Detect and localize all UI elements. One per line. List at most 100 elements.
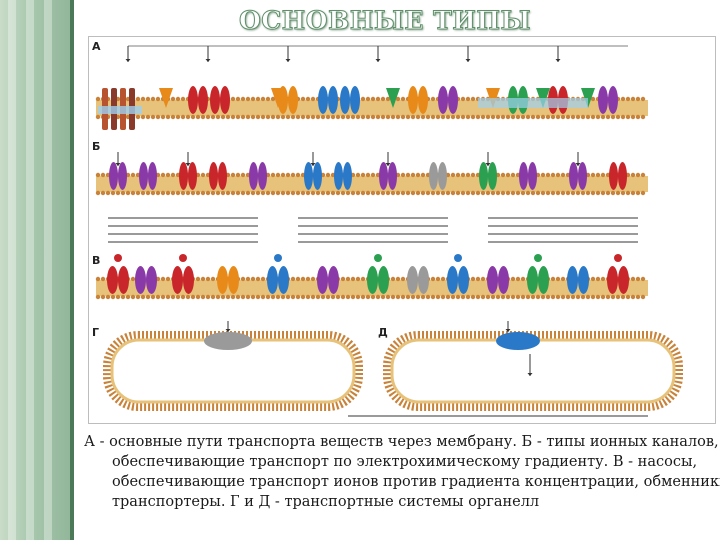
lipid-head — [225, 190, 231, 196]
lipid-head — [380, 294, 386, 300]
lipid-head — [540, 172, 546, 178]
lipid-head — [545, 190, 551, 196]
lipid-head — [360, 172, 366, 178]
channel-protein-half — [498, 266, 509, 294]
lipid-head — [535, 190, 541, 196]
lipid-head — [470, 294, 476, 300]
lipid-head — [300, 294, 306, 300]
ion-marker — [179, 254, 187, 262]
lipid-head — [495, 114, 501, 120]
transport-arrowhead — [310, 163, 316, 166]
lipid-head — [585, 114, 591, 120]
lipid-head — [600, 190, 606, 196]
lipid-head — [280, 294, 286, 300]
lipid-head — [620, 96, 626, 102]
sidebar-column-stripe — [8, 0, 16, 540]
lipid-head — [395, 96, 401, 102]
channel-protein-half — [609, 162, 618, 190]
lipid-head — [415, 190, 421, 196]
lipid-head — [465, 172, 471, 178]
channel-protein-half — [188, 162, 197, 190]
decorative-sidebar — [0, 0, 74, 540]
lipid-head — [465, 96, 471, 102]
lipid-head — [320, 114, 326, 120]
lipid-head — [585, 190, 591, 196]
lipid-head — [365, 190, 371, 196]
lipid-head — [495, 294, 501, 300]
channel-protein-half — [198, 86, 208, 114]
lipid-head — [375, 294, 381, 300]
lipid-head — [285, 114, 291, 120]
lipid-head — [270, 294, 276, 300]
lipid-head — [185, 190, 191, 196]
lipid-head — [255, 294, 261, 300]
lipid-head — [385, 96, 391, 102]
lipid-head — [300, 114, 306, 120]
lipid-head — [255, 96, 261, 102]
lipid-head — [300, 190, 306, 196]
ion-marker — [274, 254, 282, 262]
lipid-head — [590, 294, 596, 300]
lipid-head — [110, 190, 116, 196]
lipid-head — [270, 190, 276, 196]
lipid-head — [350, 276, 356, 282]
channel-protein-half — [618, 162, 627, 190]
lipid-head — [155, 190, 161, 196]
lipid-head — [235, 294, 241, 300]
channel-protein-half — [209, 162, 218, 190]
lipid-head — [555, 190, 561, 196]
channel-protein-half — [109, 162, 118, 190]
lipid-head — [435, 190, 441, 196]
lipid-head — [325, 114, 331, 120]
ion-marker — [534, 254, 542, 262]
transport-arrowhead — [465, 59, 471, 62]
lipid-head — [290, 114, 296, 120]
lipid-head — [365, 294, 371, 300]
lipid-head — [510, 276, 516, 282]
lipid-head — [385, 190, 391, 196]
lipid-head — [100, 276, 106, 282]
lipid-head — [305, 294, 311, 300]
lipid-head — [100, 294, 106, 300]
lipid-head — [335, 190, 341, 196]
lipid-head — [560, 172, 566, 178]
lipid-head — [565, 294, 571, 300]
lipid-head — [370, 114, 376, 120]
lipid-head — [350, 294, 356, 300]
lipid-head — [575, 294, 581, 300]
lipid-head — [555, 114, 561, 120]
ion-marker — [614, 254, 622, 262]
transport-arrowhead — [185, 163, 191, 166]
lipid-head — [200, 172, 206, 178]
channel-protein-half — [334, 162, 343, 190]
lipid-head — [400, 294, 406, 300]
lipid-bilayer-core — [96, 176, 648, 192]
lipid-head — [525, 190, 531, 196]
lipid-head — [465, 294, 471, 300]
lipid-head — [630, 276, 636, 282]
lipid-head — [625, 96, 631, 102]
sidebar-column-stripe — [26, 0, 34, 540]
gas-diffusion-band — [98, 106, 142, 114]
lipid-head — [205, 276, 211, 282]
lipid-head — [205, 114, 211, 120]
lipid-head — [490, 294, 496, 300]
lipid-head — [545, 114, 551, 120]
lipid-head — [480, 190, 486, 196]
lipid-head — [225, 114, 231, 120]
lipid-head — [340, 294, 346, 300]
lipid-head — [640, 96, 646, 102]
lipid-head — [390, 276, 396, 282]
lipid-head — [435, 294, 441, 300]
lipid-head — [285, 294, 291, 300]
channel-protein-half — [438, 162, 447, 190]
lipid-head — [140, 96, 146, 102]
lipid-head — [420, 294, 426, 300]
lipid-head — [355, 114, 361, 120]
lipid-head — [290, 276, 296, 282]
lipid-head — [170, 172, 176, 178]
lipid-head — [200, 114, 206, 120]
channel-protein-half — [135, 266, 146, 294]
lipid-head — [275, 172, 281, 178]
lipid-head — [405, 190, 411, 196]
